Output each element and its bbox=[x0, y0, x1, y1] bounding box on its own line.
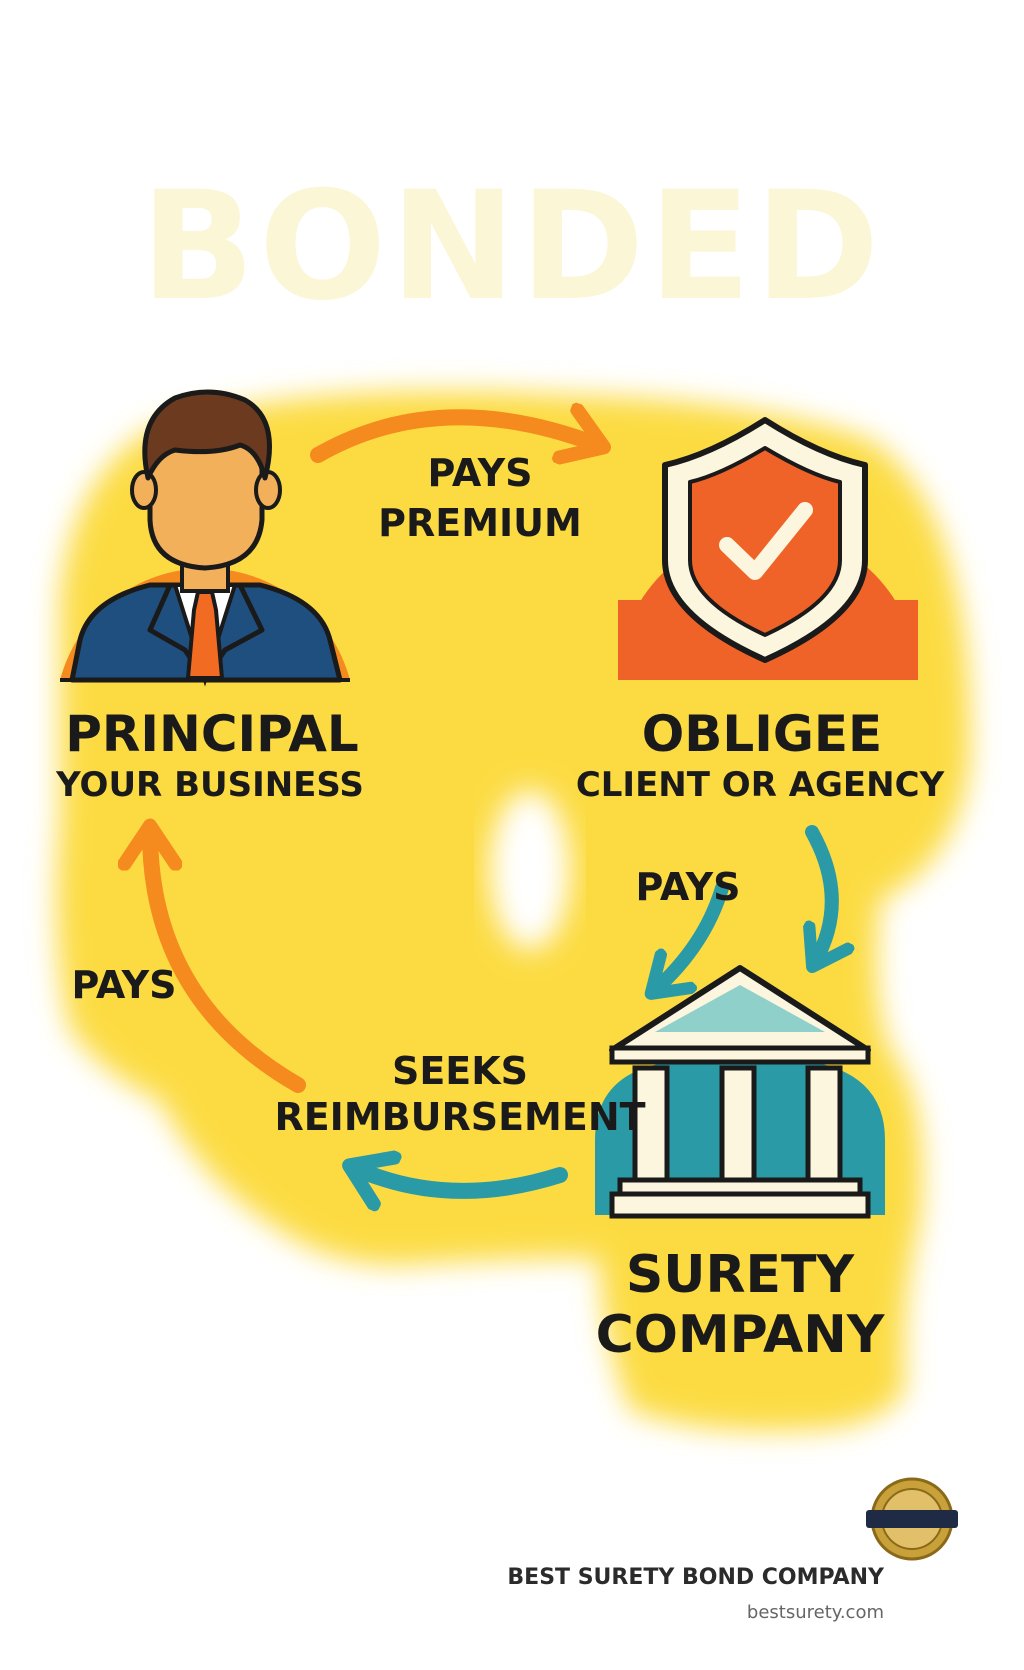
watermark-title: BONDED bbox=[140, 160, 884, 334]
surety-line2: COMPANY bbox=[595, 1305, 885, 1365]
arrow-pays-to-surety bbox=[655, 881, 729, 990]
pays-principal-label: PAYS bbox=[71, 963, 177, 1007]
seeks-line2: REIMBURSEMENT bbox=[274, 1095, 646, 1139]
principal-role: YOUR BUSINESS bbox=[56, 765, 364, 805]
footer-brand: BEST SURETY BOND COMPANY bestsurety.com bbox=[507, 1565, 884, 1623]
pays-obligee-label: PAYS bbox=[635, 865, 741, 909]
pays-premium-line1: PAYS bbox=[427, 451, 533, 495]
surety-line1: SURETY bbox=[625, 1245, 855, 1305]
obligee-role: CLIENT OR AGENCY bbox=[575, 765, 945, 805]
brand-url[interactable]: bestsurety.com bbox=[746, 1602, 884, 1623]
seeks-line1: SEEKS bbox=[391, 1049, 529, 1093]
arrow-pays-principal bbox=[150, 832, 306, 1093]
surety-title: SURETY COMPANY bbox=[596, 1245, 885, 1365]
seeks-reimbursement-label: SEEKS REIMBURSEMENT bbox=[274, 1048, 645, 1140]
pays-premium-label: PAYS PREMIUM bbox=[378, 448, 582, 548]
obligee-title: OBLIGEE bbox=[641, 705, 883, 763]
shield-check-icon bbox=[618, 417, 918, 680]
arrow-obligee-to-surety bbox=[812, 825, 832, 962]
brand-name: BEST SURETY BOND COMPANY bbox=[507, 1565, 884, 1590]
seal-badge-icon bbox=[866, 1477, 958, 1561]
arrow-pays-premium bbox=[310, 417, 598, 455]
arrow-seeks-reimbursement bbox=[355, 1168, 568, 1191]
principal-title: PRINCIPAL bbox=[65, 705, 359, 763]
pays-premium-line2: PREMIUM bbox=[378, 501, 582, 545]
bank-building-icon bbox=[595, 965, 885, 1219]
white-glow bbox=[490, 790, 570, 950]
businessman-icon bbox=[60, 389, 350, 687]
